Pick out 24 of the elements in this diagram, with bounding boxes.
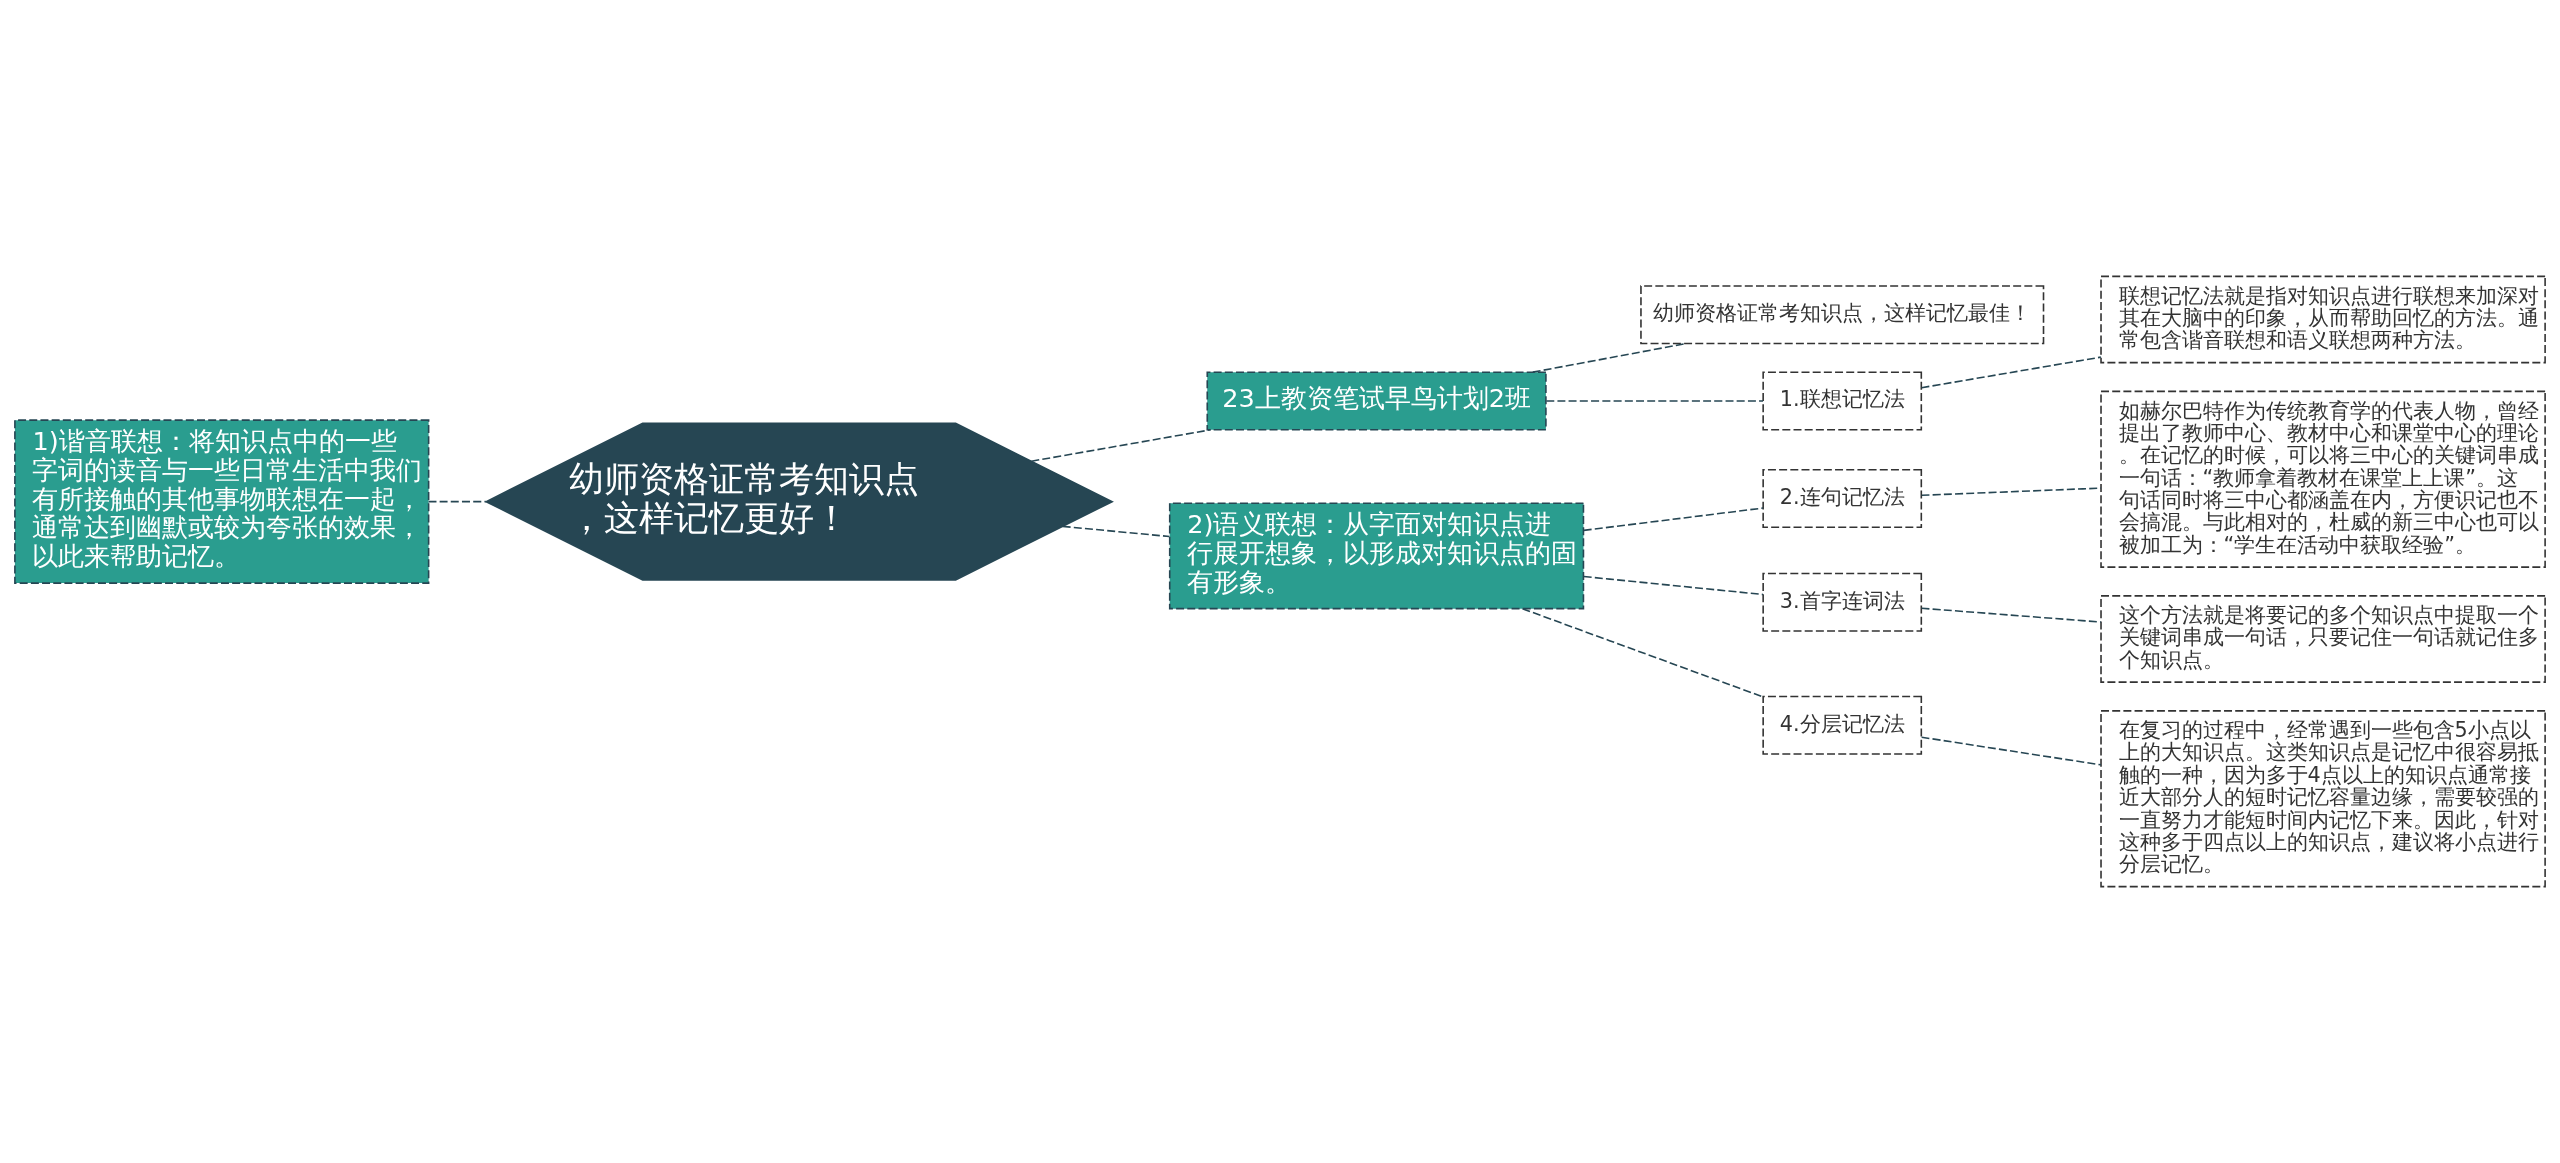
connector <box>1920 356 2102 389</box>
node-box: 联想记忆法就是指对知识点进行联想来加深对其在大脑中的印象，从而帮助回忆的方法。通常包含谐音联想和语义联想两种方法。 <box>2100 275 2546 364</box>
node-box: 3.首字连词法 <box>1762 572 1923 632</box>
connector <box>1920 736 2102 766</box>
connector <box>1061 525 1171 538</box>
connector <box>1582 575 1764 596</box>
connector <box>1920 487 2102 497</box>
connector <box>427 500 487 503</box>
node-box: 2)语义联想：从字面对知识点进行展开想象，以形成对知识点的固有形象。 <box>1168 502 1585 610</box>
node-box: 如赫尔巴特作为传统教育学的代表人物，曾经提出了教师中心、教材中心和课堂中心的理论。在记忆的时候，可以将三中心的关键词串成一句话：“教师拿着教材在课堂上上课”。这句话同时将三中心都涵盖在内，方便识记也不会搞混。与此相对的，杜威的新三中心也可以被加工为：“学生在活动中获取经验”。 <box>2100 390 2546 568</box>
connector <box>1545 400 1764 402</box>
node-box: 1.联想记忆法 <box>1762 371 1923 431</box>
connector <box>1582 507 1764 532</box>
node-box: 23上教资笔试早鸟计划2班 <box>1206 371 1547 431</box>
node-box: 这个方法就是将要记的多个知识点中提取一个关键词串成一句话，只要记住一句话就记住多个知识点。 <box>2100 595 2546 683</box>
node-box: 2.连句记忆法 <box>1762 468 1923 528</box>
node-box: 在复习的过程中，经常遇到一些包含5小点以上的大知识点。这类知识点是记忆中很容易抵触的一种，因为多于4点以上的知识点通常接近大部分人的短时记忆容量边缘，需要较强的一直努力才能短时间内记忆下来。因此，针对这种多于四点以上的知识点，建议将小点进行分层记忆。 <box>2100 710 2546 888</box>
node-box: 4.分层记忆法 <box>1762 695 1923 755</box>
connector <box>1532 342 1687 373</box>
connector <box>1920 607 2102 623</box>
node-box: 1)谐音联想：将知识点中的一些字词的读音与一些日常生活中我们有所接触的其他事物联想在一起，通常达到幽默或较为夸张的效果，以此来帮助记忆。 <box>14 419 430 584</box>
node-box: 幼师资格证常考知识点，这样记忆最佳！ <box>1640 285 2045 345</box>
connector <box>1521 608 1764 698</box>
connector <box>1030 428 1212 462</box>
